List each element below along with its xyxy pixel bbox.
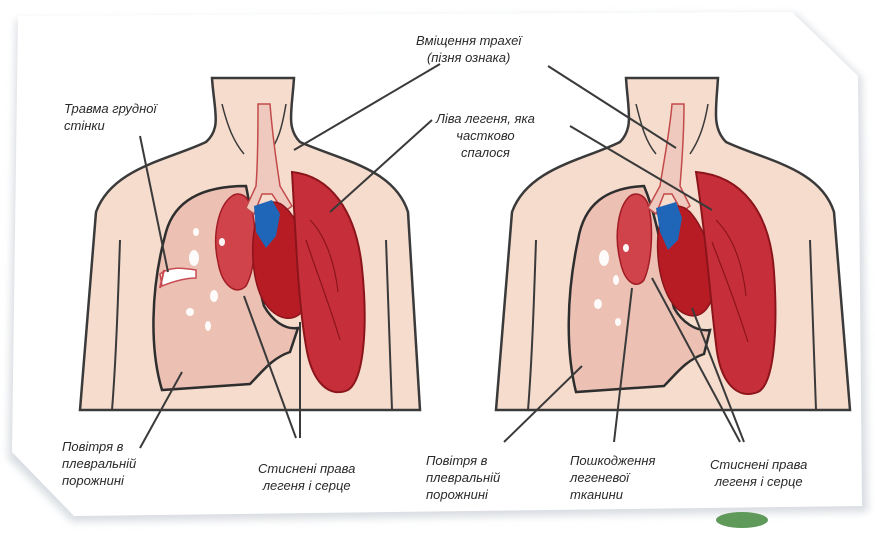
- label-air-pleural-cavity-right: Повітря в плевральній порожнині: [426, 452, 500, 503]
- label-chest-wall-trauma: Травма грудної стінки: [64, 100, 156, 134]
- label-compressed-right-lung-heart-left: Стиснені права легеня і серце: [258, 460, 355, 494]
- label-air-pleural-cavity-left: Повітря в плевральній порожнині: [62, 438, 136, 489]
- label-lung-tissue-damage: Пошкодження легеневої тканини: [570, 452, 655, 503]
- collapsed-right-lung-right: [617, 194, 651, 284]
- label-left-lung-partially-collapsed: Ліва легеня, яка частково спалося: [436, 110, 535, 161]
- green-mark: [716, 512, 768, 528]
- label-tracheal-shift: Вміщення трахеї (пізня ознака): [416, 32, 521, 66]
- label-compressed-right-lung-heart-right: Стиснені права легеня і серце: [710, 456, 807, 490]
